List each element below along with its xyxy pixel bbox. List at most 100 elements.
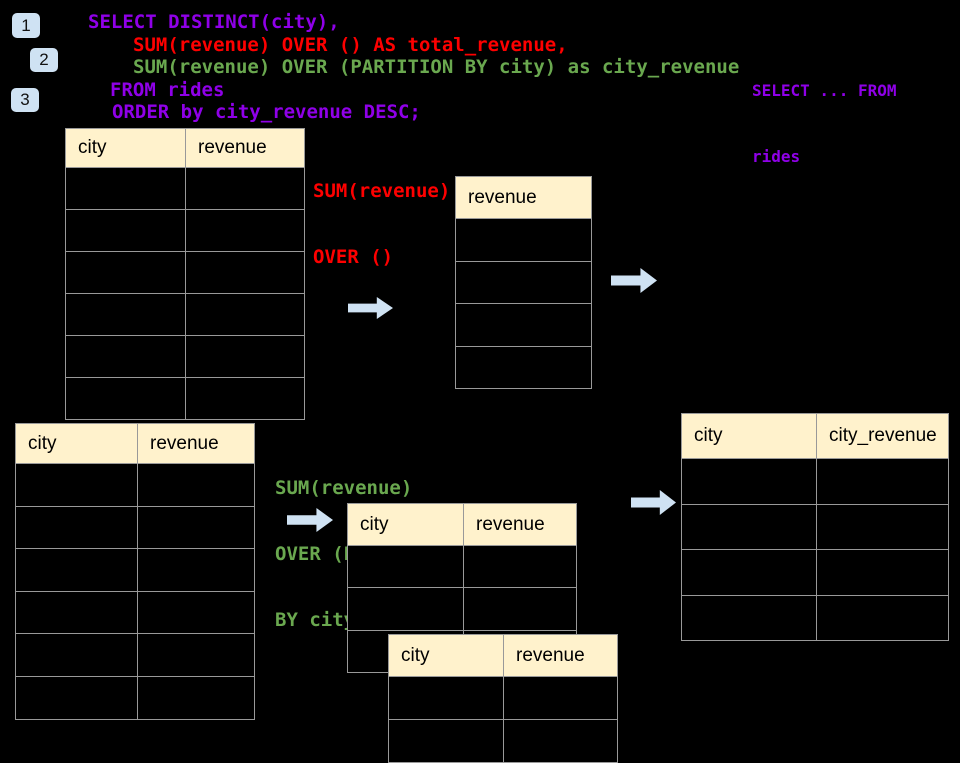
table-row [682,503,948,549]
table-cell [66,294,185,335]
table-cell [503,677,617,719]
table-row [348,587,576,630]
table-row [66,167,304,209]
column-header-city: city [389,635,503,676]
table-cell [66,168,185,209]
table-source-top: city revenue [65,128,305,420]
table-row [456,303,591,346]
table-row [682,458,948,504]
table-cell [16,676,137,719]
table-cell [816,550,948,595]
table-city-revenue-result: city city_revenue [681,413,949,641]
annotation-over-total-line-1: SUM(revenue) [313,180,451,202]
table-row [66,377,304,419]
side-note: SELECT ... FROM rides [752,36,897,190]
table-partition-overlay: city revenue [388,634,618,763]
step-badge-1: 1 [12,13,40,38]
table-cell [456,219,591,261]
table-row [16,548,254,591]
table-cell [389,677,503,719]
table-cell [185,252,304,293]
table-cell [463,546,576,588]
table-cell [137,506,254,549]
table-row [456,260,591,303]
annotation-over-partition-line-1: SUM(revenue) [275,477,413,499]
table-row [456,345,591,388]
table-cell [66,252,185,293]
sql-line-order: ORDER by city_revenue DESC; [112,101,421,123]
table-cell [682,504,816,549]
table-cell [389,720,503,762]
column-header-city: city [66,129,185,167]
column-header-city: city [682,414,816,458]
table-row [682,549,948,595]
table-cell [185,336,304,377]
arrow-right-icon [631,490,676,515]
table-row [66,209,304,251]
side-note-line-2: rides [752,147,801,166]
table-cell [16,506,137,549]
table-cell [816,504,948,549]
table-cell [682,459,816,504]
sql-line-from: FROM rides [110,79,225,101]
table-row [682,594,948,640]
table-cell [66,336,185,377]
column-header-revenue: revenue [463,504,576,545]
table-row [456,218,591,261]
arrow-right-icon [348,297,393,319]
table-row [16,463,254,506]
step-badge-2: 2 [30,48,58,72]
step-badge-3: 3 [11,88,39,112]
column-header-revenue: revenue [185,129,304,167]
table-row [66,335,304,377]
table-cell [16,464,137,506]
table-cell [185,378,304,419]
table-cell [137,464,254,506]
side-note-line-1: SELECT ... FROM [752,81,897,100]
table-cell [16,549,137,591]
table-row [16,633,254,676]
table-row [66,251,304,293]
table-cell [456,304,591,346]
table-row [389,719,617,762]
table-source-bottom: city revenue [15,423,255,720]
table-cell [66,378,185,419]
table-total-revenue-step: revenue [455,176,592,389]
annotation-over-total-line-2: OVER () [313,246,394,268]
table-cell [456,261,591,303]
column-header-revenue: revenue [456,177,591,218]
table-cell [137,549,254,591]
table-cell [137,634,254,676]
table-cell [348,588,463,630]
sql-line-city-revenue: SUM(revenue) OVER (PARTITION BY city) as… [133,56,740,78]
table-row [389,676,617,719]
column-header-revenue: revenue [137,424,254,463]
table-cell [16,591,137,634]
table-row [16,675,254,719]
table-cell [503,720,617,762]
table-cell [816,459,948,504]
annotation-over-total: SUM(revenue) OVER () [313,136,450,290]
table-cell [185,168,304,209]
table-cell [185,294,304,335]
sql-line-total-revenue: SUM(revenue) OVER () AS total_revenue, [133,34,568,56]
table-row [16,590,254,634]
table-cell [456,346,591,388]
sql-line-select: SELECT DISTINCT(city), [88,11,340,33]
table-row [16,505,254,549]
arrow-right-icon [611,268,657,293]
table-cell [66,210,185,251]
table-cell [16,634,137,676]
column-header-city-revenue: city_revenue [816,414,948,458]
table-cell [816,595,948,640]
table-cell [682,550,816,595]
table-cell [463,588,576,630]
table-cell [137,591,254,634]
table-cell [137,676,254,719]
column-header-city: city [16,424,137,463]
table-cell [682,595,816,640]
column-header-city: city [348,504,463,545]
table-row [348,545,576,588]
column-header-revenue: revenue [503,635,617,676]
table-cell [348,546,463,588]
